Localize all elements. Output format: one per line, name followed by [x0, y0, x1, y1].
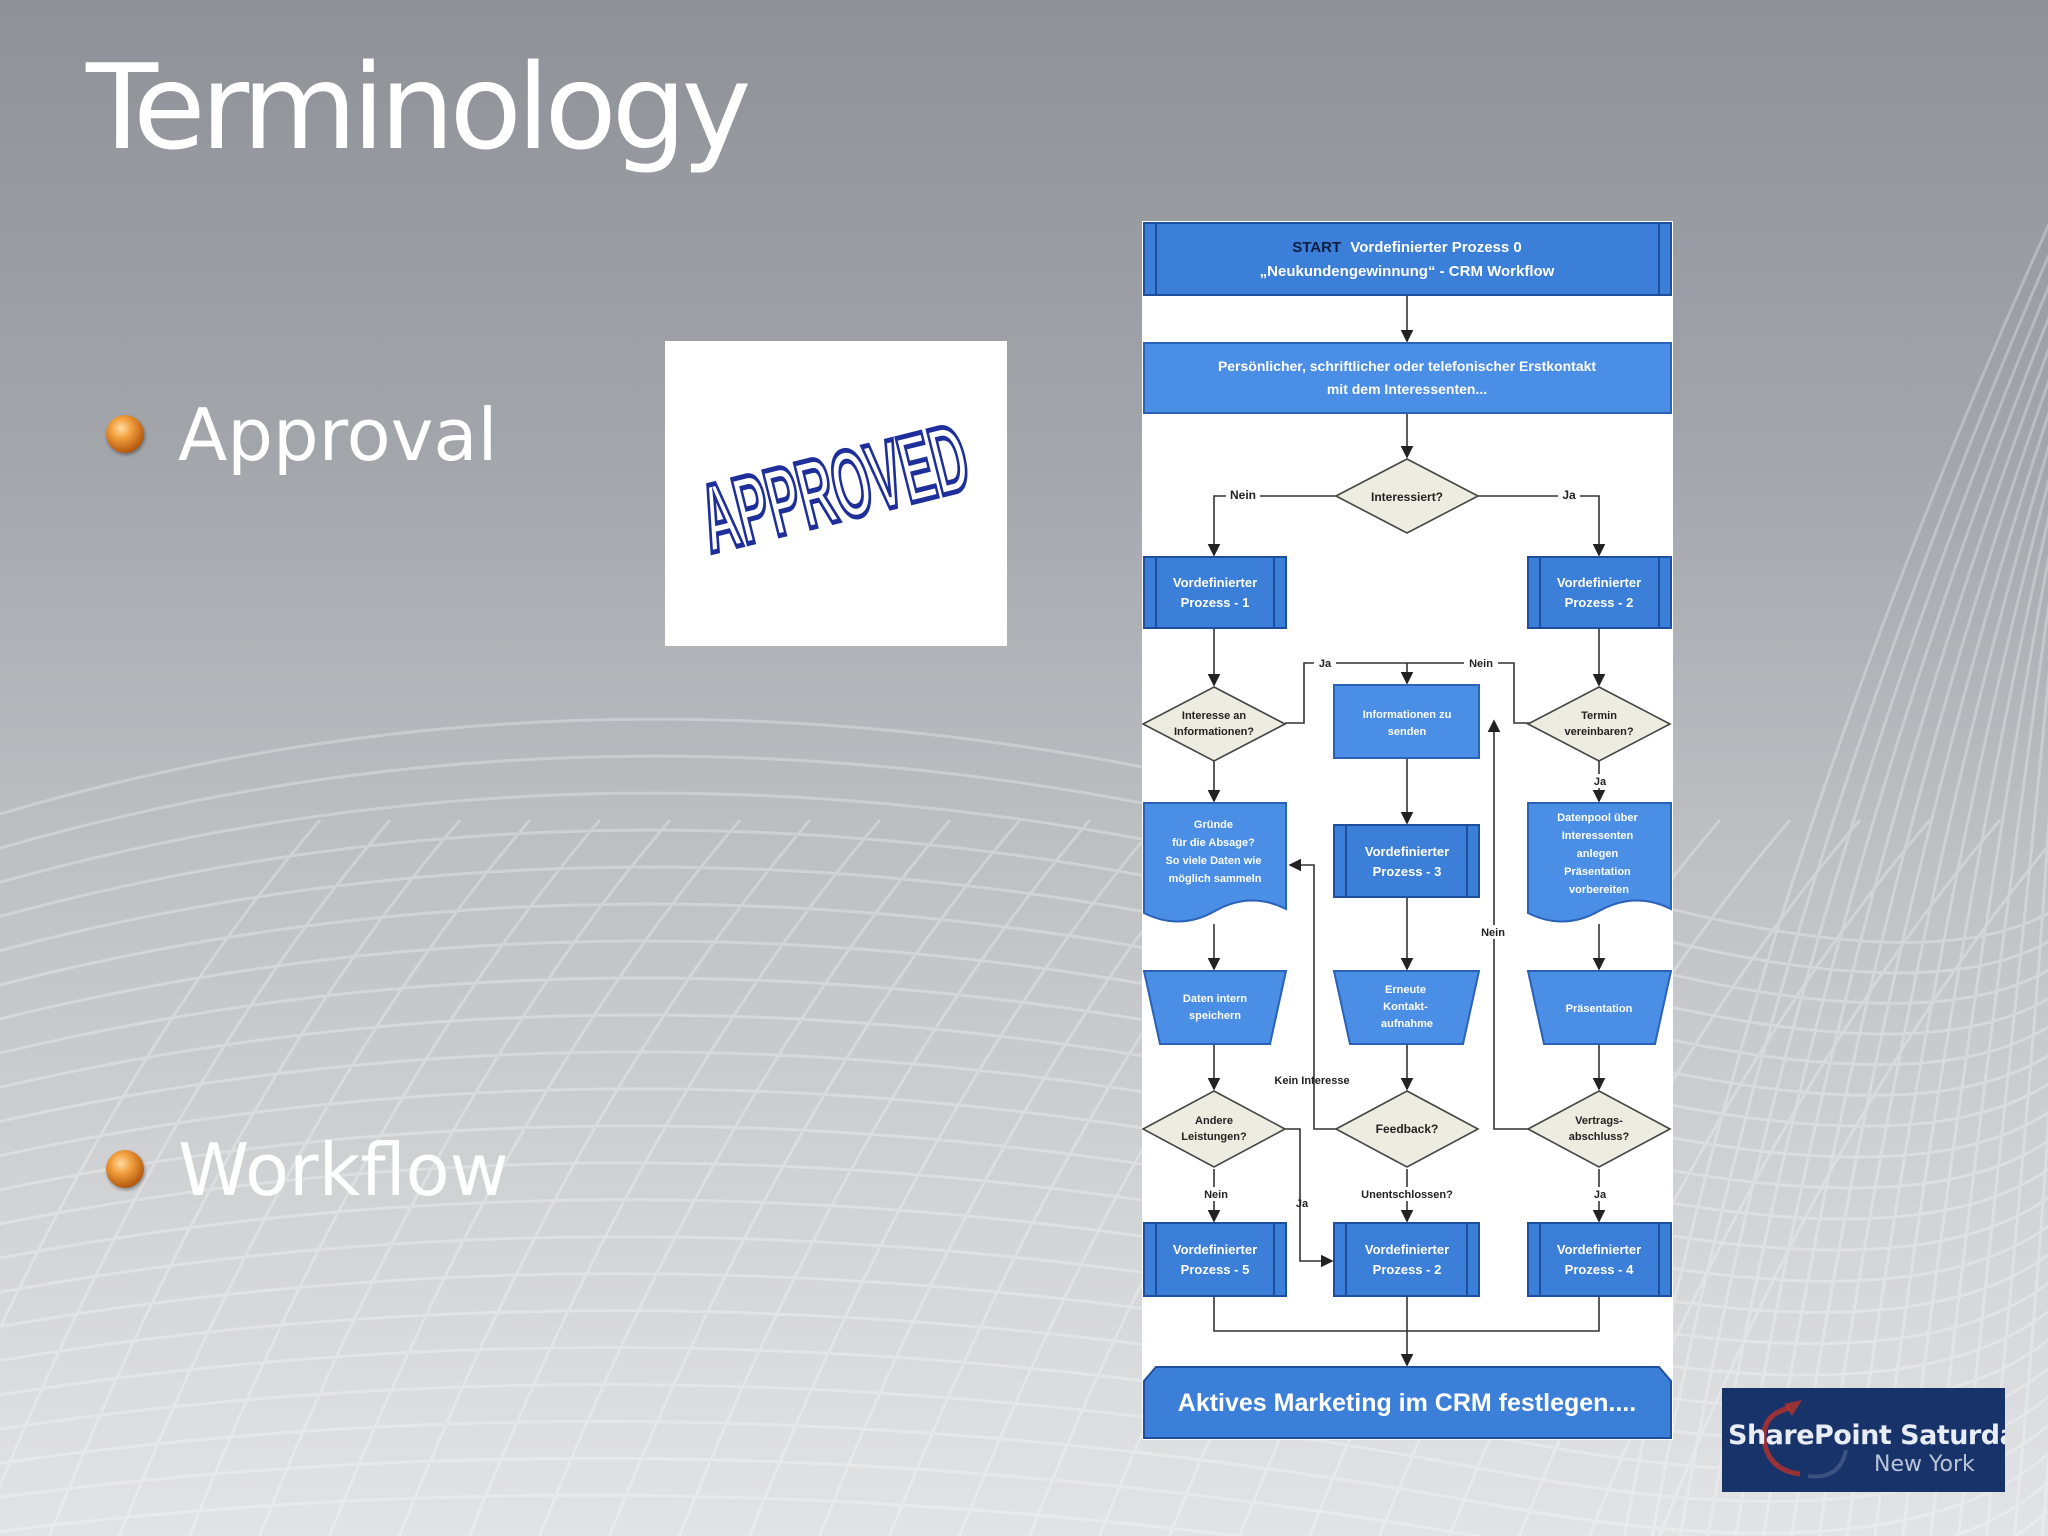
bullet-label: Workflow — [178, 1128, 509, 1212]
prozess-2-top-line1: Vordefinierter — [1557, 575, 1641, 590]
flowchart-graphic: START Vordefinierter Prozess 0 „Neukunde… — [1142, 222, 1673, 1439]
datenpool-line1: Datenpool über — [1557, 812, 1638, 824]
label-ja: Ja — [1594, 776, 1607, 788]
box-prozess-1 — [1143, 556, 1287, 629]
info-line1: Informationen zu — [1363, 709, 1452, 721]
label-unentschlossen: Unentschlossen? — [1361, 1189, 1453, 1201]
bullet-label: Approval — [178, 393, 498, 477]
label-nein: Nein — [1230, 488, 1256, 502]
prozess-5-line1: Vordefinierter — [1173, 1242, 1257, 1257]
box-prozess-2-bottom — [1333, 1222, 1480, 1297]
decision-termin-line2: vereinbaren? — [1564, 726, 1633, 738]
shape-erneute-kontaktaufnahme — [1332, 970, 1481, 1045]
erneute-line2: Kontakt- — [1383, 1001, 1428, 1013]
approved-stamp-graphic: APPROVED — [688, 402, 981, 575]
prozess-3-line2: Prozess - 3 — [1373, 864, 1442, 879]
andere-line1: Andere — [1195, 1115, 1233, 1127]
start-box — [1143, 222, 1672, 296]
final-banner — [1143, 1366, 1672, 1439]
info-line2: senden — [1388, 726, 1427, 738]
prozess-5-line2: Prozess - 5 — [1181, 1262, 1250, 1277]
contact-box — [1143, 342, 1672, 414]
start-line2: „Neukundengewinnung“ - CRM Workflow — [1260, 263, 1555, 280]
label-ja: Ja — [1296, 1198, 1309, 1210]
decision-interesse — [1142, 686, 1287, 762]
orange-bullet-icon — [106, 415, 144, 453]
daten-line2: speichern — [1189, 1010, 1241, 1022]
svg-text:Datenpool über Interesse: Datenpool über Interessenten anlegen Prä… — [1557, 812, 1641, 896]
praesentation-label: Präsentation — [1566, 1003, 1633, 1015]
prozess-1-line1: Vordefinierter — [1173, 575, 1257, 590]
decision-vertragsabschluss — [1526, 1090, 1672, 1168]
prozess-4-line2: Prozess - 4 — [1565, 1262, 1634, 1277]
contact-line2: mit dem Interessenten... — [1327, 381, 1487, 397]
decision-interesse-line1: Interesse an — [1182, 710, 1246, 722]
svg-text:Erneute Kontakt- a: Erneute Kontakt- aufnahme — [1381, 984, 1433, 1030]
erneute-line1: Erneute — [1385, 984, 1426, 996]
gruende-line1: Gründe — [1194, 819, 1233, 831]
slide-title: Terminology — [86, 38, 751, 176]
svg-text:START Vordefinierter Pro: START Vordefinierter Prozess 0 — [1292, 239, 1522, 256]
datenpool-line5: vorbereiten — [1569, 884, 1629, 896]
box-informationen-senden — [1333, 684, 1480, 759]
prozess-2-bottom-line1: Vordefinierter — [1365, 1242, 1449, 1257]
decision-interesse-line2: Informationen? — [1174, 726, 1254, 738]
decision-termin-line1: Termin — [1581, 710, 1617, 722]
logo-line2: New York — [1874, 1452, 1975, 1477]
label-nein: Nein — [1469, 658, 1493, 670]
box-prozess-4 — [1527, 1222, 1672, 1297]
decision-feedback — [1334, 1090, 1480, 1168]
contact-line1: Persönlicher, schriftlicher oder telefon… — [1218, 358, 1596, 374]
label-kein-interesse: Kein Interesse — [1274, 1075, 1349, 1087]
prozess-4-line1: Vordefinierter — [1557, 1242, 1641, 1257]
label-nein: Nein — [1204, 1189, 1228, 1201]
datenpool-line4: Präsentation — [1564, 866, 1631, 878]
final-banner-label: Aktives Marketing im CRM festlegen.... — [1178, 1389, 1636, 1417]
decision-termin — [1526, 686, 1672, 762]
decision-interessiert — [1334, 458, 1480, 534]
prozess-2-bottom-line2: Prozess - 2 — [1373, 1262, 1442, 1277]
datenpool-line3: anlegen — [1577, 848, 1619, 860]
gruende-line2: für die Absage? — [1172, 837, 1255, 849]
svg-text:Gründe für die Absage?: Gründe für die Absage? So viele Daten wi… — [1165, 819, 1264, 885]
orange-bullet-icon — [106, 1150, 144, 1188]
flowchart-connectors — [1207, 295, 1606, 1367]
doc-datenpool — [1527, 802, 1672, 923]
shape-praesentation — [1526, 970, 1673, 1045]
start-prefix: START — [1292, 239, 1341, 256]
approved-stamp-text: APPROVED — [690, 404, 979, 574]
doc-gruende — [1143, 802, 1287, 923]
decision-interessiert-label: Interessiert? — [1371, 490, 1443, 504]
prozess-1-line2: Prozess - 1 — [1181, 595, 1250, 610]
logo-swirl-icon — [1761, 1400, 1848, 1479]
box-prozess-3 — [1333, 824, 1480, 898]
feedback-label: Feedback? — [1376, 1122, 1439, 1136]
daten-line1: Daten intern — [1183, 993, 1247, 1005]
start-line1: Vordefinierter Prozess 0 — [1350, 239, 1521, 256]
decision-andere-leistungen — [1142, 1090, 1287, 1168]
logo-line1: SharePoint Saturday — [1728, 1420, 2005, 1451]
label-ja: Ja — [1562, 488, 1576, 502]
vertrag-line2: abschluss? — [1569, 1131, 1630, 1143]
prozess-3-line1: Vordefinierter — [1365, 844, 1449, 859]
box-prozess-5 — [1143, 1222, 1287, 1297]
box-prozess-2-top — [1527, 556, 1672, 629]
crm-workflow-flowchart: START Vordefinierter Prozess 0 „Neukunde… — [1142, 221, 1673, 1440]
sharepoint-saturday-logo: SharePoint Saturday New York — [1722, 1388, 2005, 1492]
datenpool-line2: Interessenten — [1562, 830, 1634, 842]
shape-daten-intern — [1142, 970, 1288, 1045]
label-ja: Ja — [1319, 658, 1332, 670]
vertrag-line1: Vertrags- — [1575, 1115, 1623, 1127]
label-nein: Nein — [1481, 927, 1505, 939]
label-ja: Ja — [1594, 1189, 1607, 1201]
approved-stamp-image: APPROVED — [665, 341, 1007, 646]
erneute-line3: aufnahme — [1381, 1018, 1433, 1030]
andere-line2: Leistungen? — [1181, 1131, 1247, 1143]
prozess-2-top-line2: Prozess - 2 — [1565, 595, 1634, 610]
gruende-line3: So viele Daten wie — [1165, 855, 1261, 867]
gruende-line4: möglich sammeln — [1169, 873, 1262, 885]
